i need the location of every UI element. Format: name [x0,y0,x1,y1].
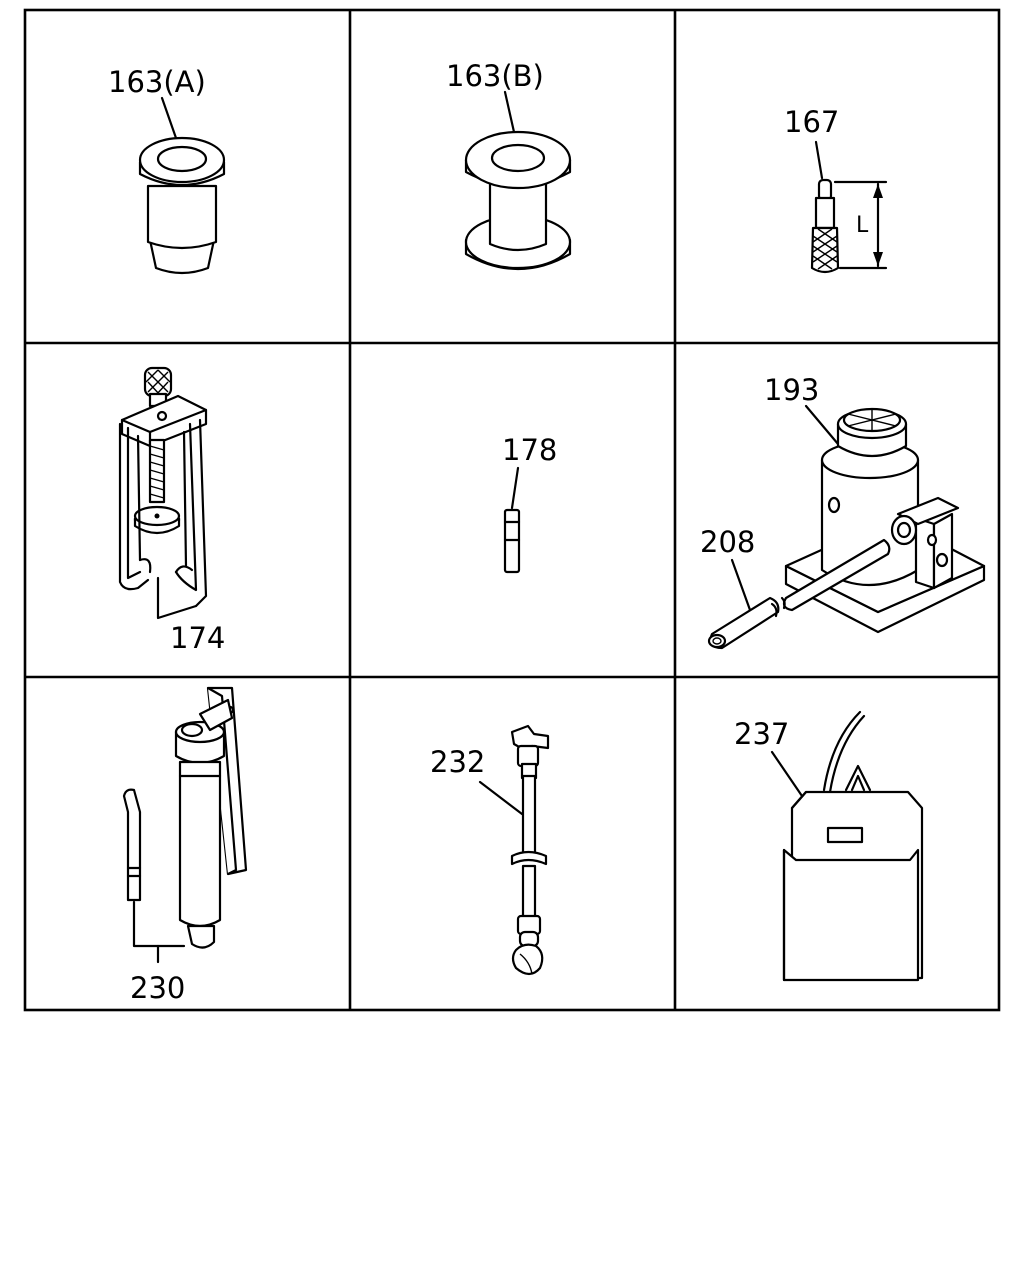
part-label-167: 167 [784,105,839,139]
part-193[interactable]: 193 [764,373,986,634]
part-label-163a: 163(A) [108,65,206,99]
dimension-label-l: L [856,213,869,238]
part-163a[interactable]: 163(A) [108,65,226,275]
part-label-208: 208 [700,525,755,559]
grid-frame [23,8,1001,1012]
part-208[interactable]: 208 [700,525,786,650]
part-163b[interactable]: 163(B) [446,59,572,270]
part-167[interactable]: 167 L [784,105,888,274]
part-232[interactable]: 232 [430,724,550,976]
part-178[interactable]: 178 [502,433,557,574]
part-label-174: 174 [170,621,225,655]
knurl-pattern [812,228,838,270]
part-label-237: 237 [734,717,789,751]
part-label-230: 230 [130,971,185,1005]
part-237[interactable]: 237 [734,710,924,982]
part-label-178: 178 [502,433,557,467]
part-label-163b: 163(B) [446,59,544,93]
part-230[interactable]: 230 [122,686,248,1005]
part-174[interactable]: 174 [118,366,225,655]
part-label-193: 193 [764,373,819,407]
part-label-232: 232 [430,745,485,779]
